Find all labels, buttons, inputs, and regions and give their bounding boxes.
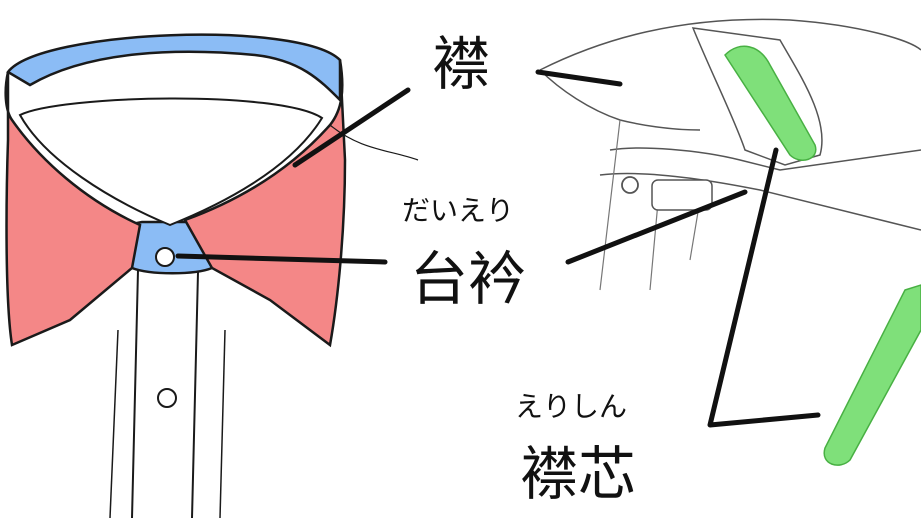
leader-eri-left [292,87,411,168]
shoulder-seam [329,124,419,161]
shirt-placket [131,269,199,518]
collar-interlining-bottom [823,284,921,466]
leader-erishin [707,147,821,428]
collar-leaf-right [183,59,347,348]
left-shirt-illustration [4,33,419,518]
reading-erishin: えりしん [515,390,628,423]
shirt-body-right [219,329,226,518]
placket-tab [651,179,713,211]
leader-eri-right [535,69,623,87]
collar-top-outline [539,18,921,71]
collar-interlining-top [724,45,817,161]
reading-daieri: だいえり [402,194,515,227]
leader-daieri-left [175,253,388,265]
leader-daieri-right [565,189,748,265]
label-daieri: 台衿 [410,245,527,313]
sketch-button [621,176,639,194]
shirt-body-left [109,329,119,518]
collar-button [155,247,175,267]
right-collar-sketch [539,18,921,466]
collar-inner-neck [18,97,324,227]
collar-stand [6,33,342,104]
leader-lines [175,69,821,428]
label-erishin: 襟芯 [520,440,637,508]
collar-leaf-left [4,71,142,347]
label-eri: 襟 [432,30,491,98]
collar-band-outline [599,147,921,231]
shirt-button [157,388,177,408]
